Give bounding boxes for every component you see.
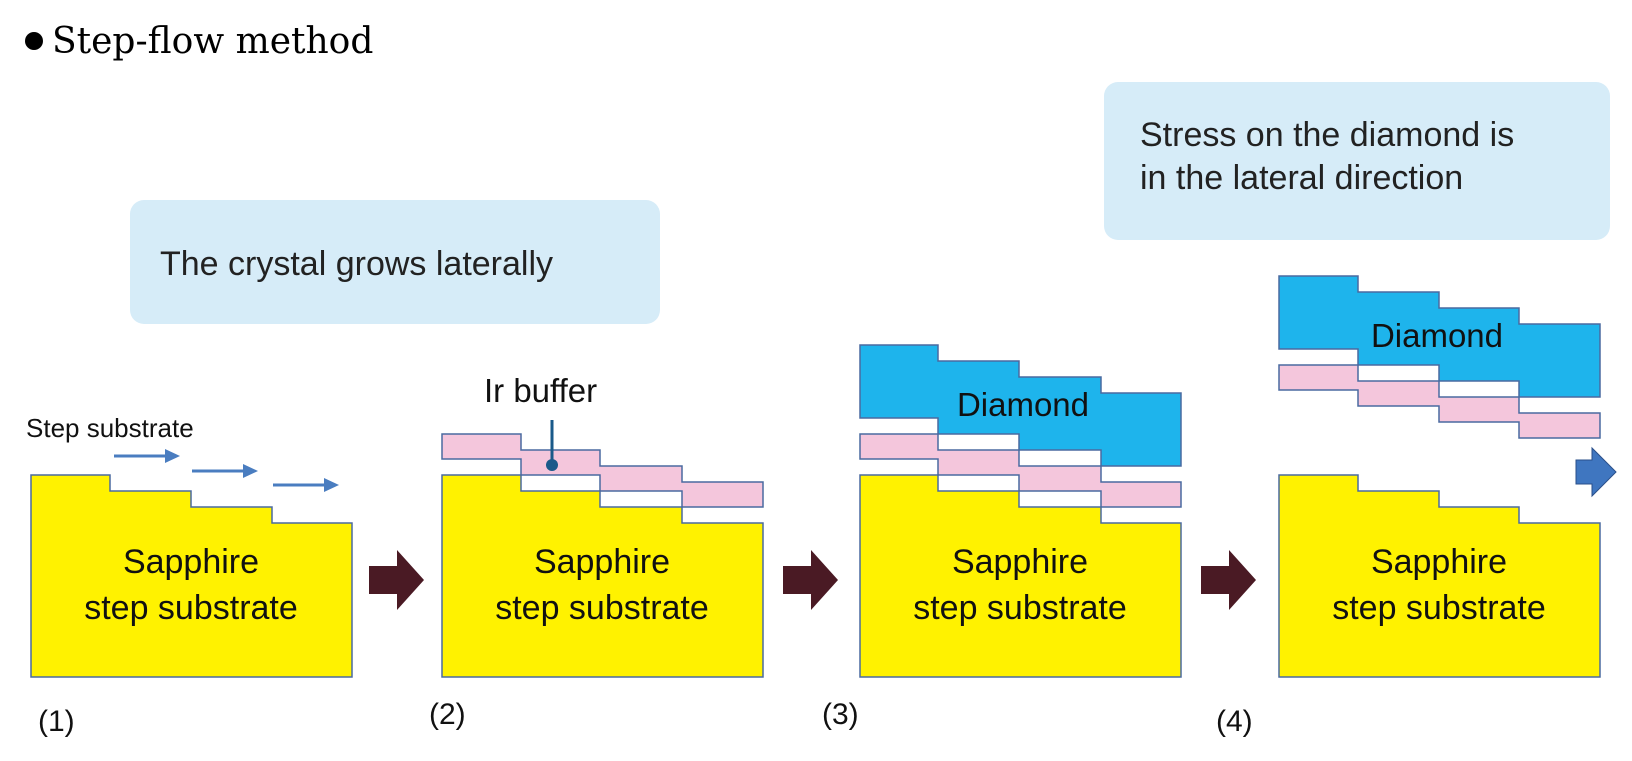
lateral-growth-arrow-icon [114, 449, 180, 463]
callout-stress: Stress on the diamond is in the lateral … [1104, 82, 1610, 240]
step-number-2: (2) [429, 698, 466, 731]
ir-buffer-layer [441, 433, 764, 508]
substrate-label-line2: step substrate [1332, 589, 1546, 627]
callout-lateral-growth-text: The crystal grows laterally [160, 245, 553, 283]
substrate-label-line2: step substrate [84, 589, 298, 627]
substrate-label-line2: step substrate [913, 589, 1127, 627]
lateral-growth-arrow-icon [273, 478, 339, 492]
flow-arrow-icon [783, 550, 838, 610]
callout-stress-line2: in the lateral direction [1140, 159, 1463, 197]
substrate-label-line1: Sapphire [123, 543, 259, 581]
page-title: Step-flow method [52, 21, 373, 62]
ir-buffer-label: Ir buffer [484, 372, 597, 409]
lateral-stress-arrow-icon [1575, 446, 1617, 498]
flow-arrow-icon [369, 550, 424, 610]
diamond-layer [1278, 275, 1601, 398]
ir-buffer-layer [859, 433, 1182, 508]
callout-stress-line1: Stress on the diamond is [1140, 116, 1514, 154]
diamond-label: Diamond [957, 386, 1089, 423]
substrate-label-line1: Sapphire [1371, 543, 1507, 581]
lateral-growth-arrow-icon [192, 464, 258, 478]
bullet-icon [25, 32, 43, 50]
sapphire-substrate [859, 474, 1182, 678]
stage-1: Sapphire step substrate Step substrate (… [26, 413, 353, 738]
step-number-3: (3) [822, 698, 859, 731]
ir-buffer-leader-dot [546, 459, 558, 471]
stage-3: Diamond Sapphire step substrate (3) [822, 344, 1182, 731]
sapphire-substrate [1278, 474, 1601, 678]
step-number-1: (1) [38, 705, 75, 738]
stage-4: Diamond Sapphire step substrate (4) [1216, 275, 1617, 738]
substrate-label-line2: step substrate [495, 589, 709, 627]
stage-2: Sapphire step substrate Ir buffer (2) [429, 372, 764, 731]
substrate-label-line1: Sapphire [534, 543, 670, 581]
ir-buffer-layer [1278, 364, 1601, 439]
substrate-label-line1: Sapphire [952, 543, 1088, 581]
step-substrate-label: Step substrate [26, 413, 194, 443]
step-number-4: (4) [1216, 705, 1253, 738]
diamond-label: Diamond [1371, 317, 1503, 354]
flow-arrow-icon [1201, 550, 1256, 610]
sapphire-substrate [441, 474, 764, 678]
callout-lateral-growth: The crystal grows laterally [130, 200, 660, 324]
sapphire-substrate [30, 474, 353, 678]
diamond-layer [859, 344, 1182, 467]
